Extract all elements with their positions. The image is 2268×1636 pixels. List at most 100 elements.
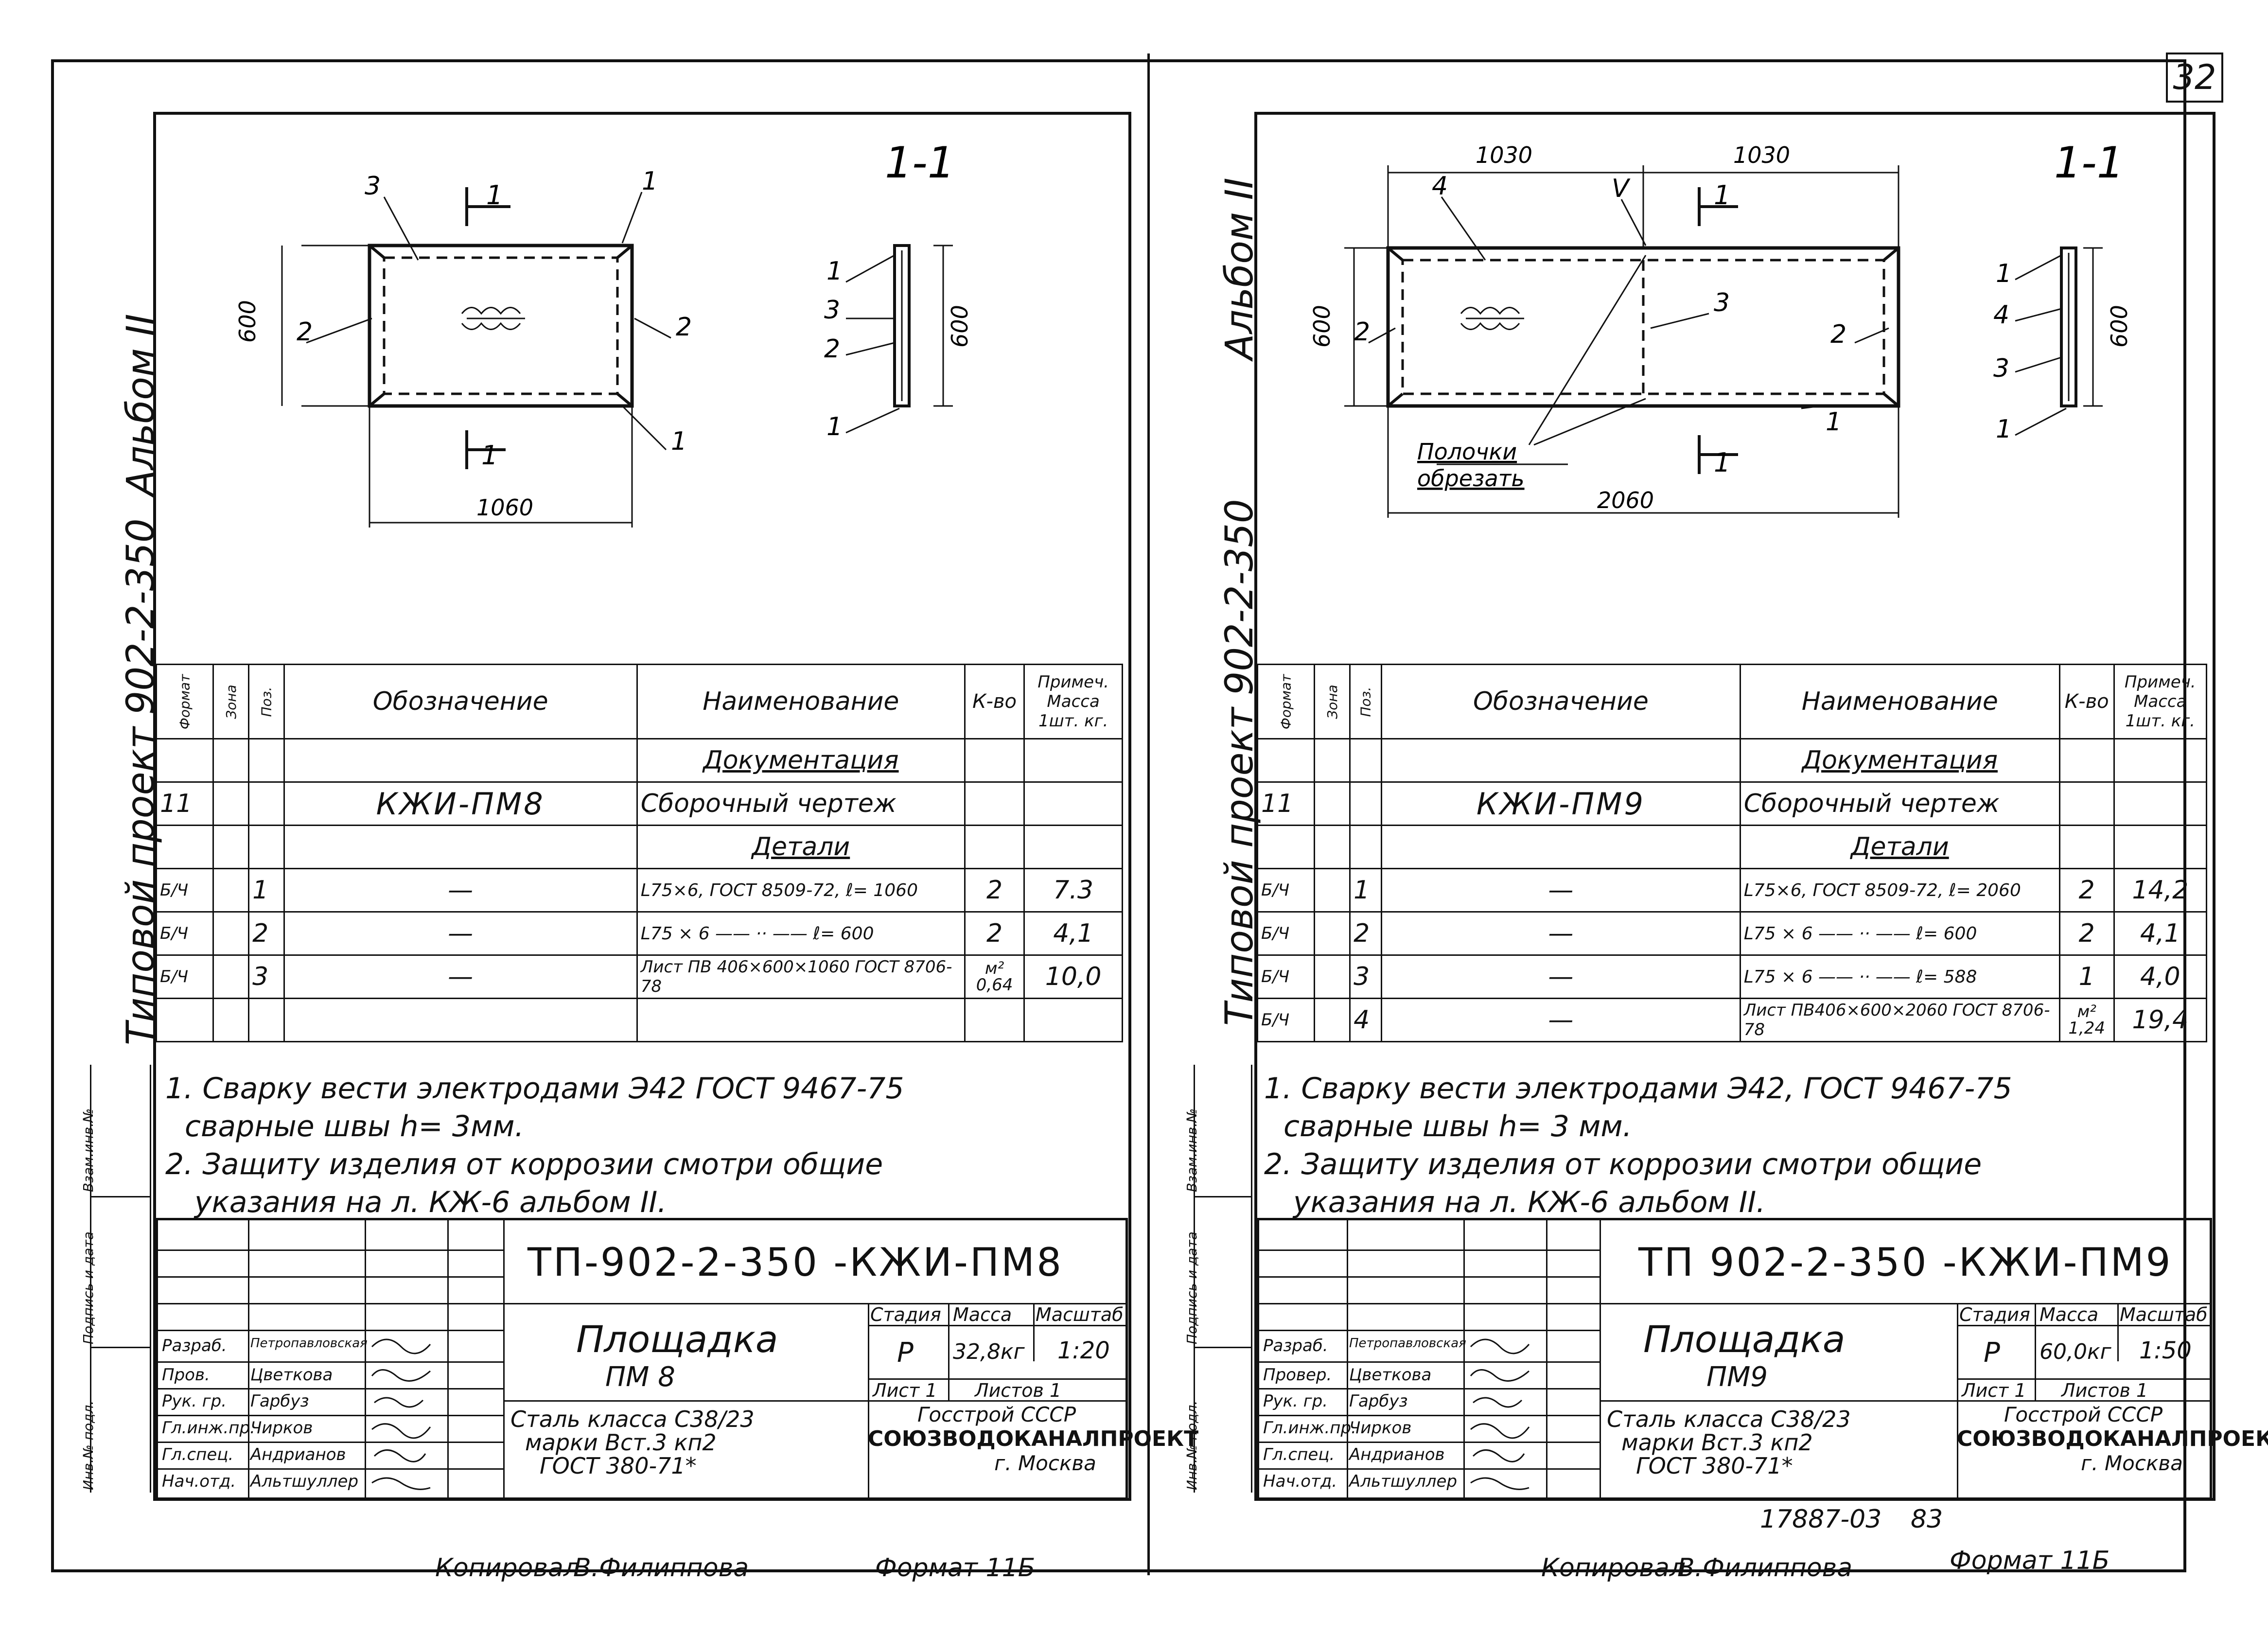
left-drawing: 1-1 1 1 1060 600 600 3 1 2 2 1 1 3 2 1 <box>234 138 973 528</box>
left-name: Петропавловская <box>250 1336 368 1351</box>
right-stage: Р <box>1984 1337 2000 1369</box>
left-name: Гарбуз <box>250 1391 309 1411</box>
right-callout: V <box>1612 174 1631 203</box>
right-scale-label: Масштаб <box>2120 1304 2208 1325</box>
right-callout: 2 <box>1354 317 1370 347</box>
table-header-row: Формат Зона Поз. Обозначение Наименовани… <box>156 664 1123 739</box>
table-header-row: Формат Зона Поз. Обозначение Наименовани… <box>1257 664 2208 739</box>
right-name: Чирков <box>1349 1418 1412 1438</box>
right-dim-right: 1030 <box>1733 142 1790 168</box>
col-pos: Поз. <box>1349 664 1383 739</box>
right-role: Рук. гр. <box>1263 1391 1328 1411</box>
right-name: Андрианов <box>1349 1445 1445 1464</box>
left-name: Чирков <box>250 1418 313 1438</box>
left-name: Андрианов <box>250 1445 346 1464</box>
table-row <box>156 998 1123 1042</box>
left-stamp-cell: Подпись и дата <box>80 1196 150 1348</box>
table-row: Б/Ч 4 — Лист ПВ406×600×2060 ГОСТ 8706-78… <box>1257 998 2208 1042</box>
left-role: Разраб. <box>162 1336 227 1355</box>
right-signatures <box>1470 1338 1530 1490</box>
right-trim-note: Полочки <box>1417 439 1517 465</box>
left-sheet-label: Лист 1 <box>873 1380 937 1401</box>
col-pos: Поз. <box>248 664 285 739</box>
left-mesh-symbol <box>461 307 525 330</box>
right-callout: 1 <box>1996 415 2012 444</box>
left-scale-label: Масштаб <box>1036 1304 1124 1325</box>
left-plate-inner <box>383 256 619 395</box>
left-stamp-cell: Взам.инв.№ <box>80 1108 96 1192</box>
right-sheet-label: Лист 1 <box>1962 1380 2026 1401</box>
right-name: Цветкова <box>1349 1365 1432 1385</box>
col-designation: Обозначение <box>1381 664 1741 739</box>
col-mass: Примеч. Масса 1шт. кг. <box>2113 664 2208 739</box>
right-trim-note: обрезать <box>1417 465 1525 492</box>
right-plate-inner <box>1401 259 1885 395</box>
right-scale: 1:50 <box>2139 1337 2192 1364</box>
col-designation: Обозначение <box>283 664 638 739</box>
right-title-block: ТП 902-2-350 -КЖИ-ПМ9 Площадка ПМ9 Сталь… <box>1257 1218 2268 1500</box>
left-callout: 3 <box>824 296 840 325</box>
right-name: Петропавловская <box>1349 1336 1466 1351</box>
right-stamp-column: Взам.инв.№ Подпись и дата Инв.№ подл. <box>1184 1065 1252 1494</box>
right-role: Гл.спец. <box>1263 1445 1335 1464</box>
col-zone: Зона <box>212 664 250 739</box>
table-row: Б/Ч 3 — Лист ПВ 406×600×1060 ГОСТ 8706-7… <box>156 954 1123 999</box>
left-callout: 2 <box>297 317 313 347</box>
right-name: Альтшуллер <box>1349 1472 1458 1491</box>
right-title: Площадка <box>1643 1318 1846 1361</box>
doc-section-label: Документация <box>1739 738 2060 783</box>
table-row: Б/Ч 1 — L75×6, ГОСТ 8509-72, ℓ= 2060 2 1… <box>1257 868 2208 913</box>
right-album-label: Альбом II <box>1218 177 1262 360</box>
right-callout: 3 <box>1993 354 2009 383</box>
table-row: Б/Ч 1 — L75×6, ГОСТ 8509-72, ℓ= 1060 2 7… <box>156 868 1123 913</box>
left-role: Пров. <box>162 1365 210 1385</box>
left-footer-copied: Копировал <box>435 1553 580 1583</box>
table-row: Детали <box>156 825 1123 869</box>
right-spec-table: Формат Зона Поз. Обозначение Наименовани… <box>1257 664 2208 1042</box>
right-section-mark: 1 <box>1714 447 1730 478</box>
right-mass: 60,0кг <box>2039 1339 2111 1364</box>
left-section-title: 1-1 <box>885 138 955 188</box>
right-callout: 1 <box>1826 407 1842 437</box>
doc-section-label: Документация <box>636 738 966 783</box>
left-stage-label: Стадия <box>870 1304 941 1325</box>
col-zone: Зона <box>1313 664 1351 739</box>
right-archive-seq: 83 <box>1911 1505 1943 1534</box>
left-role: Нач.отд. <box>162 1472 236 1491</box>
left-dim-section-height: 600 <box>947 305 973 348</box>
table-row: Детали <box>1257 825 2208 869</box>
table-row: 11 КЖИ-ПМ8 Сборочный чертеж <box>156 781 1123 826</box>
right-callout: 4 <box>1432 172 1448 201</box>
left-footer-format: Формат 11Б <box>875 1553 1036 1583</box>
details-section-label: Детали <box>636 825 966 869</box>
left-org: Госстрой СССР СОЮЗВОДОКАНАЛПРОЕКТ г. Мос… <box>868 1403 1199 1475</box>
right-footer-copied: Копировал <box>1541 1553 1686 1583</box>
right-archive-number: 17887-03 <box>1760 1505 1882 1534</box>
left-sheets-label: Листов 1 <box>975 1380 1062 1401</box>
right-footer-format: Формат 11Б <box>1950 1546 2110 1575</box>
left-doc-code: ТП-902-2-350 -КЖИ-ПМ8 <box>527 1240 1063 1285</box>
right-subtitle: ПМ9 <box>1706 1361 1768 1393</box>
right-section-mark: 1 <box>1714 180 1730 211</box>
page-number: 32 <box>2166 53 2223 103</box>
table-row: 11 КЖИ-ПМ9 Сборочный чертеж <box>1257 781 2208 826</box>
right-dim-height: 600 <box>1309 305 1335 348</box>
right-stamp-cell: Подпись и дата <box>1184 1196 1251 1348</box>
left-dim-height: 600 <box>234 300 261 343</box>
right-org: Госстрой СССР СОЮЗВОДОКАНАЛПРОЕКТ г. Мос… <box>1957 1403 2268 1475</box>
left-scale: 1:20 <box>1057 1337 1110 1364</box>
col-qty: К-во <box>2058 664 2115 739</box>
right-callout: 4 <box>1993 300 2009 330</box>
left-stamp-cell: Инв.№ подл. <box>80 1347 150 1494</box>
right-dim-length: 2060 <box>1597 487 1654 513</box>
left-stamp-column: Взам.инв.№ Подпись и дата Инв.№ подл. <box>80 1065 151 1494</box>
left-plate-outline <box>368 244 634 408</box>
right-name: Гарбуз <box>1349 1391 1408 1411</box>
right-stamp-cell: Инв.№ подл. <box>1184 1347 1251 1494</box>
right-drawing: 1-1 1 1 1030 1030 2060 600 600 Полочки о… <box>1309 138 2132 518</box>
right-notes: 1. Сварку вести электродами Э42, ГОСТ 94… <box>1264 1072 2012 1219</box>
left-mass-label: Масса <box>953 1304 1012 1325</box>
right-role: Провер. <box>1263 1365 1332 1385</box>
table-row: Документация <box>156 738 1123 783</box>
left-name: Альтшуллер <box>250 1472 359 1491</box>
